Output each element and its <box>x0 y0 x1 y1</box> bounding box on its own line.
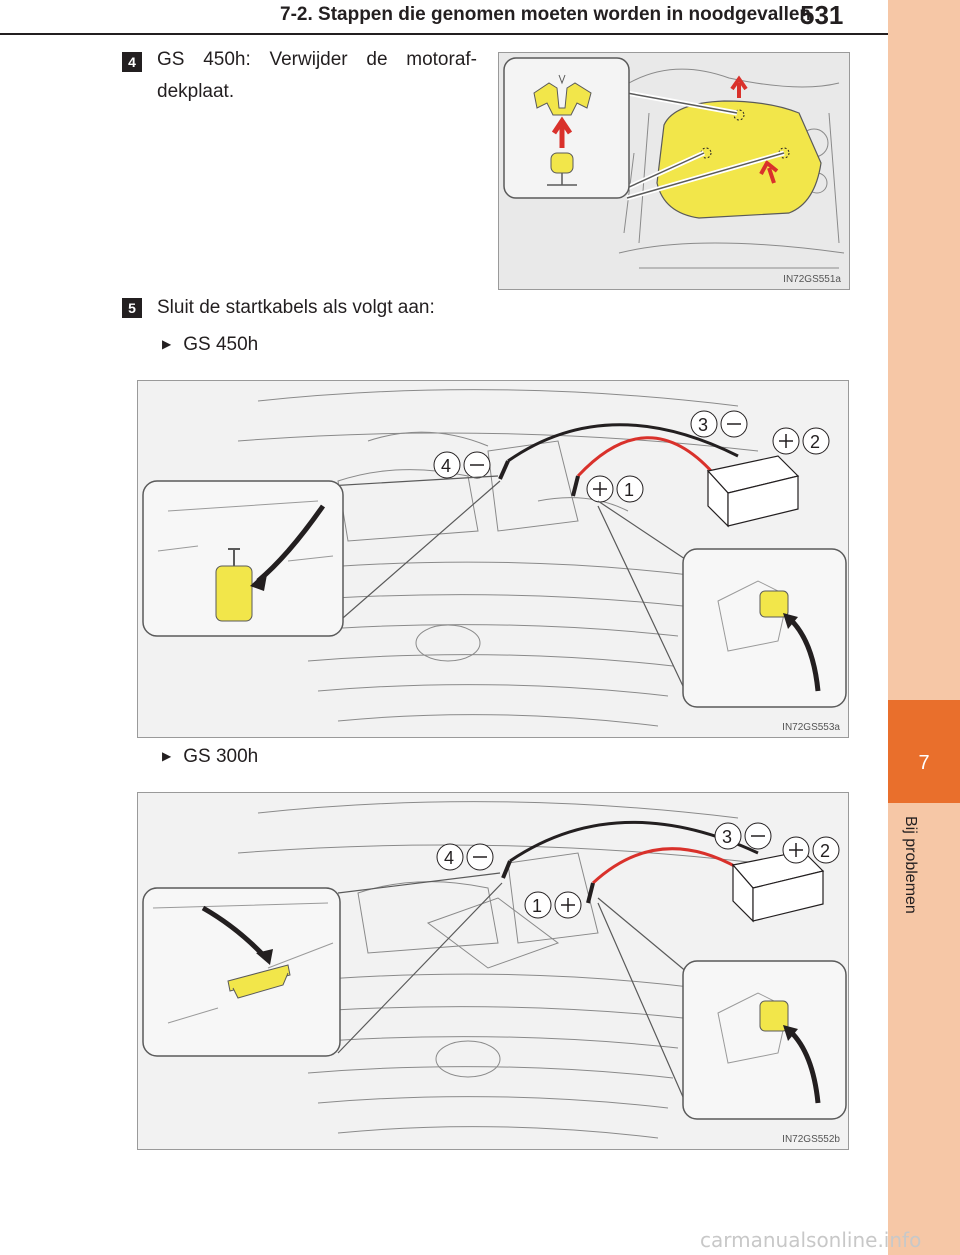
cable-black <box>507 423 739 463</box>
cable-red <box>576 436 715 478</box>
bullet-triangle-icon: ▶ <box>162 337 172 351</box>
jump-start-gs450h-illustration: 3 2 4 1 <box>138 381 848 737</box>
figure-code: IN72GS552b <box>782 1134 840 1145</box>
inset-ground-point <box>142 480 344 637</box>
inset-battery-terminal <box>682 548 847 708</box>
engine-cover-figure: IN72GS551a <box>498 52 850 290</box>
page-header-title: 7-2. Stappen die genomen moeten worden i… <box>280 4 812 25</box>
bullet-label: GS 300h <box>183 746 259 767</box>
jump-start-gs300h-illustration: 3 2 4 1 <box>138 793 848 1149</box>
bullet-gs450h: ▶ GS 450h <box>162 334 258 356</box>
side-tab <box>888 0 960 1255</box>
bullet-triangle-icon: ▶ <box>162 749 172 763</box>
header-rule <box>0 33 888 35</box>
bullet-gs300h: ▶ GS 300h <box>162 746 258 768</box>
battery-icon <box>706 455 800 528</box>
inset-battery-terminal <box>682 960 847 1120</box>
engine-cover <box>656 100 822 219</box>
label-1: 1 <box>532 896 542 916</box>
label-4: 4 <box>444 848 454 868</box>
jump-start-gs300h-figure: 3 2 4 1 IN72GS552b <box>137 792 849 1150</box>
step-text: Sluit de startkabels als volgt aan: <box>157 297 435 318</box>
chapter-tab: 7 <box>888 700 960 803</box>
step-badge: 5 <box>122 298 142 318</box>
label-2: 2 <box>820 841 830 861</box>
chapter-label: Bij problemen <box>902 816 919 914</box>
chapter-number: 7 <box>918 752 930 774</box>
label-2: 2 <box>810 432 820 452</box>
jump-start-gs450h-figure: 3 2 4 1 IN72GS553a <box>137 380 849 738</box>
figure-code: IN72GS553a <box>782 722 840 733</box>
label-3: 3 <box>698 415 708 435</box>
bullet-label: GS 450h <box>183 334 259 355</box>
step-badge: 4 <box>122 52 142 72</box>
watermark: carmanualsonline.info <box>700 1228 922 1252</box>
label-1: 1 <box>624 480 634 500</box>
inset-ground-point <box>142 887 341 1057</box>
label-4: 4 <box>441 456 451 476</box>
page-number: 531 <box>800 0 844 30</box>
figure-code: IN72GS551a <box>783 274 841 285</box>
label-3: 3 <box>722 827 732 847</box>
engine-cover-illustration <box>499 53 849 289</box>
step-text: GS 450h: Verwijder de motoraf-dekplaat. <box>157 49 477 102</box>
cable-red <box>591 847 739 885</box>
